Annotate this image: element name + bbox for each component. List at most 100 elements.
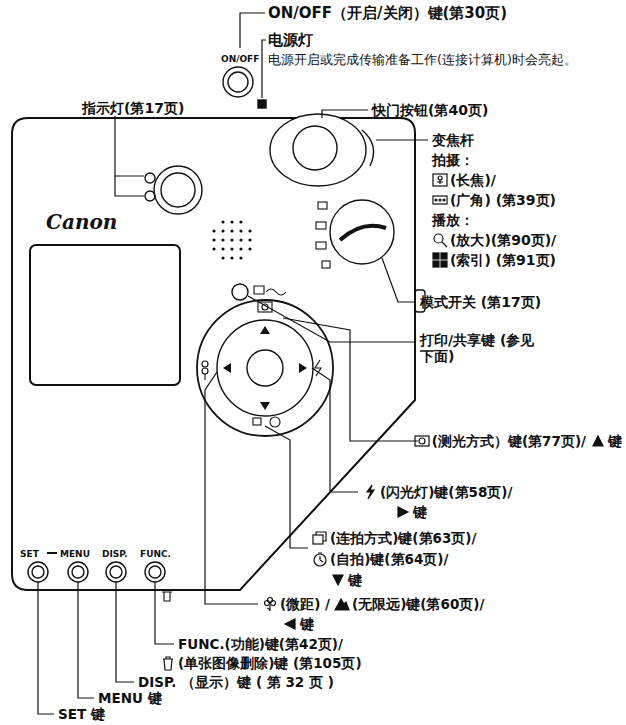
mode-switch	[330, 200, 394, 264]
callout-label: (闪光灯)键(第58页)/	[380, 484, 512, 500]
speaker-grille	[212, 220, 251, 259]
callout-label: MENU 键	[98, 690, 162, 706]
camera-marking: FUNC.	[140, 546, 171, 562]
set-menu-dash	[47, 552, 57, 554]
callout-row: SET	[20, 546, 39, 562]
callout-label: 键	[608, 433, 622, 449]
callout-row: (连拍方式)键(第63页)/	[312, 530, 476, 546]
callout-label: (无限远)键(第60页)/	[352, 596, 484, 612]
callout-label: 拍摄：	[432, 152, 474, 168]
callout-label: (测光方式）键(第77页)/	[432, 433, 586, 449]
set-key	[28, 562, 48, 582]
callout-row: 变焦杆	[432, 132, 474, 148]
callout-row: 打印/共享键 (参见下面)	[420, 332, 535, 364]
left-icon	[282, 616, 298, 632]
callout-row: SET 键	[58, 706, 105, 722]
callout-label: 指示灯(第17页)	[82, 100, 184, 116]
callout-label: (长焦)/	[450, 172, 496, 188]
callout-row: (闪光灯)键(第58页)/	[362, 484, 512, 500]
callout-label: (自拍)键(第64页)/	[330, 551, 448, 567]
indicator-lamp	[145, 173, 155, 183]
zoom-lever	[362, 130, 374, 166]
lcd-screen	[30, 245, 180, 385]
callout-row: (放大)(第90页)/	[432, 232, 556, 248]
shutter-button	[293, 126, 337, 170]
cont-icon	[312, 530, 328, 546]
print-icon	[254, 286, 286, 295]
print-share-key	[232, 284, 248, 300]
callout-row: 键	[395, 504, 427, 520]
callout-row: Canon	[46, 210, 117, 234]
shutter-dial	[270, 114, 366, 186]
index-icon	[432, 252, 448, 268]
menu-key	[68, 562, 88, 582]
flash-icon	[362, 484, 378, 500]
dial-arrows	[223, 326, 307, 410]
meter-icon	[414, 433, 430, 449]
power-button	[223, 67, 253, 97]
disp-key	[106, 562, 126, 582]
callout-row: 快门按钮(第40页)	[372, 102, 488, 118]
callout-row: (广角) (第39页)	[432, 192, 556, 208]
func-key	[145, 562, 165, 582]
tele-icon	[432, 172, 448, 188]
camera-marking: DISP.	[102, 546, 128, 562]
callout-label: (单张图像删除)键 (第105页)	[178, 655, 362, 671]
callout-row: (测光方式）键(第77页)/ 键	[414, 433, 622, 449]
callout-row: (长焦)/	[432, 172, 496, 188]
callout-label: (放大)(第90页)/	[450, 232, 556, 248]
callout-label: 电源开启或完成传输准备工作(连接计算机)时会亮起。	[268, 52, 577, 67]
callout-row: 拍摄：	[432, 152, 474, 168]
callout-label: 播放：	[432, 212, 474, 228]
callout-label: (索引) (第91页)	[450, 252, 556, 268]
callout-label: DISP. （显示）键 ( 第 32 页 )	[138, 674, 334, 690]
callout-label: 键	[348, 572, 362, 588]
callout-row: 模式开关 (第17页)	[420, 294, 541, 310]
callout-row: MENU 键	[98, 690, 162, 706]
dial-icons	[202, 302, 321, 427]
callout-label: 键	[413, 504, 427, 520]
viewfinder	[154, 166, 202, 214]
zoom-icon	[432, 232, 448, 248]
callout-label: SET 键	[58, 706, 105, 722]
callout-label: 模式开关 (第17页)	[420, 294, 541, 310]
callout-row: ON/OFF（开启/关闭）键(第30页)	[268, 5, 507, 21]
callout-label: 变焦杆	[432, 132, 474, 148]
callout-label: 电源灯	[268, 32, 313, 48]
callout-label: 键	[300, 616, 314, 632]
indicator-lamp	[145, 191, 155, 201]
mode-icons	[316, 202, 330, 268]
callout-label: ON/OFF（开启/关闭）键(第30页)	[268, 5, 507, 21]
callout-row: DISP.	[102, 546, 128, 562]
camera-body	[12, 118, 415, 590]
right-icon	[395, 504, 411, 520]
camera-marking: SET	[20, 546, 39, 562]
camera-marking: Canon	[46, 210, 117, 234]
callout-label: 打印/共享键 (参见下面)	[420, 332, 534, 364]
callout-row: 键	[282, 616, 314, 632]
mode-switch-knob	[340, 226, 386, 240]
callout-row: MENU	[60, 546, 90, 562]
callout-label: 快门按钮(第40页)	[372, 102, 488, 118]
power-lamp	[258, 100, 266, 108]
wide-icon	[432, 192, 448, 208]
callout-row: 电源开启或完成传输准备工作(连接计算机)时会亮起。	[268, 52, 618, 68]
callout-label: (微距) /	[280, 596, 330, 612]
power-button	[228, 72, 248, 92]
callout-label: FUNC.(功能)键(第42页)/	[178, 636, 343, 652]
control-dial	[217, 320, 313, 416]
callout-row: 指示灯(第17页)	[82, 100, 184, 116]
timer-icon	[312, 551, 328, 567]
callout-row: (索引) (第91页)	[432, 252, 556, 268]
callout-row: 电源灯	[268, 32, 313, 48]
callout-row: (自拍)键(第64页)/	[312, 551, 448, 567]
callout-label: (广角) (第39页)	[450, 192, 556, 208]
callout-label: (连拍方式)键(第63页)/	[330, 530, 476, 546]
callout-row: (单张图像删除)键 (第105页)	[160, 655, 362, 671]
callout-row: FUNC.(功能)键(第42页)/	[178, 636, 343, 652]
callout-row: 键	[330, 572, 362, 588]
up-icon	[590, 433, 606, 449]
callout-row: ON/OFF	[221, 51, 259, 67]
down-icon	[330, 572, 346, 588]
callout-row: DISP. （显示）键 ( 第 32 页 )	[138, 674, 334, 690]
